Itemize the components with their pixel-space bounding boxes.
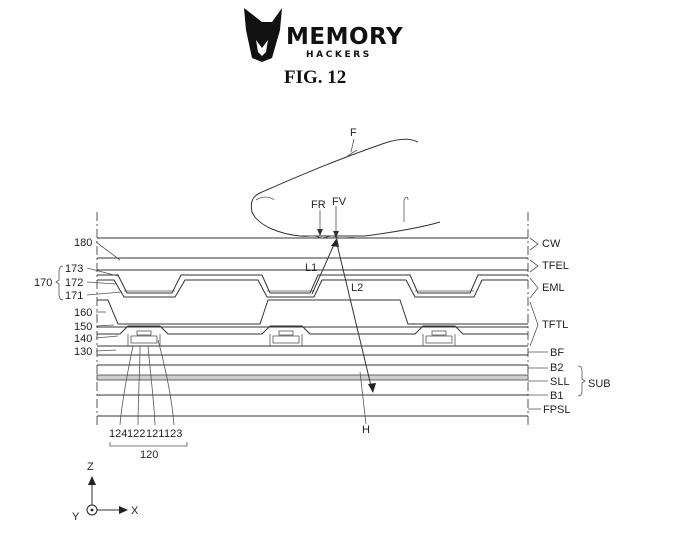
tft-3 <box>422 330 456 346</box>
layer-140-top <box>97 325 528 335</box>
label-sll: SLL <box>550 376 570 388</box>
fr-arrowhead <box>317 229 323 236</box>
tick-tftl <box>529 301 539 347</box>
finger-drawing <box>250 138 441 239</box>
label-124: 124 <box>109 428 127 440</box>
leader-180 <box>95 241 121 261</box>
leader-171 <box>86 291 123 296</box>
leader-172 <box>86 281 117 285</box>
left-labels: 180 173 172 171 170 160 150 140 130 <box>34 237 123 358</box>
label-bf: BF <box>550 347 564 359</box>
label-sub: SUB <box>588 378 611 390</box>
label-l1: L1 <box>305 262 317 274</box>
fv-arrowhead <box>333 231 339 238</box>
light-l2-arrowhead <box>368 383 376 393</box>
tft-1 <box>127 330 161 346</box>
leader-130 <box>95 349 117 352</box>
x-axis-arrowhead <box>119 506 128 514</box>
brace-170 <box>55 265 64 301</box>
label-fv: FV <box>332 196 347 208</box>
label-171: 171 <box>65 290 83 302</box>
tft-2 <box>269 330 303 346</box>
bank-profile-top <box>97 274 528 294</box>
label-173: 173 <box>65 263 83 275</box>
layer-sll <box>96 374 529 381</box>
label-tftl: TFTL <box>542 319 568 331</box>
axes-indicator: Z Y X <box>72 461 139 523</box>
label-fr: FR <box>311 199 326 211</box>
layer-160-top <box>97 299 528 325</box>
label-finger: F <box>350 127 357 139</box>
tick-tfel <box>529 259 539 273</box>
label-130: 130 <box>74 346 92 358</box>
tick-cw <box>529 237 539 251</box>
label-122: 122 <box>127 428 145 440</box>
leader-140 <box>95 335 119 339</box>
label-l2: L2 <box>351 282 363 294</box>
light-l1-ray <box>311 239 337 295</box>
label-150: 150 <box>74 321 92 333</box>
label-h: H <box>362 424 370 436</box>
label-fpsl: FPSL <box>543 404 571 416</box>
label-180: 180 <box>74 237 92 249</box>
label-eml: EML <box>542 282 565 294</box>
layer-stack <box>96 237 529 417</box>
label-cw: CW <box>542 238 561 250</box>
leader-150 <box>95 324 115 327</box>
label-axis-z: Z <box>87 461 94 473</box>
label-121: 121 <box>146 428 164 440</box>
f-pointer <box>350 138 355 153</box>
leader-173 <box>86 267 119 277</box>
memory-hackers-logo: MEMORY HACKERS <box>244 8 403 62</box>
leader-123 <box>157 339 175 426</box>
bottom-labels: 124 122 121 123 120 <box>109 339 188 461</box>
label-140: 140 <box>74 333 92 345</box>
label-172: 172 <box>65 277 83 289</box>
bank-profile-lower <box>97 279 528 298</box>
light-paths <box>311 238 376 425</box>
label-120: 120 <box>140 449 158 461</box>
label-tfel: TFEL <box>542 260 569 272</box>
z-axis-arrowhead <box>88 476 96 485</box>
right-labels: CW TFEL EML TFTL BF B2 SLL B1 FPSL SUB <box>528 237 611 416</box>
leader-124 <box>119 345 134 426</box>
brace-sub <box>577 365 586 397</box>
sensor-h-pointer <box>359 371 367 425</box>
leader-121 <box>147 345 156 426</box>
bracket-120 <box>109 442 188 447</box>
label-axis-y: Y <box>72 511 80 523</box>
label-b2: B2 <box>550 362 563 374</box>
figure-title: FIG. 12 <box>284 67 346 88</box>
tick-eml <box>529 277 539 299</box>
label-b1: B1 <box>550 390 563 402</box>
logo-text-memory: MEMORY <box>286 24 403 50</box>
y-axis-dot <box>90 508 94 512</box>
label-axis-x: X <box>131 505 139 517</box>
label-160: 160 <box>74 307 92 319</box>
logo-text-hackers: HACKERS <box>306 50 372 60</box>
label-123: 123 <box>164 428 182 440</box>
leader-122 <box>137 345 141 426</box>
label-170: 170 <box>34 277 52 289</box>
light-l2-ray <box>335 239 373 391</box>
